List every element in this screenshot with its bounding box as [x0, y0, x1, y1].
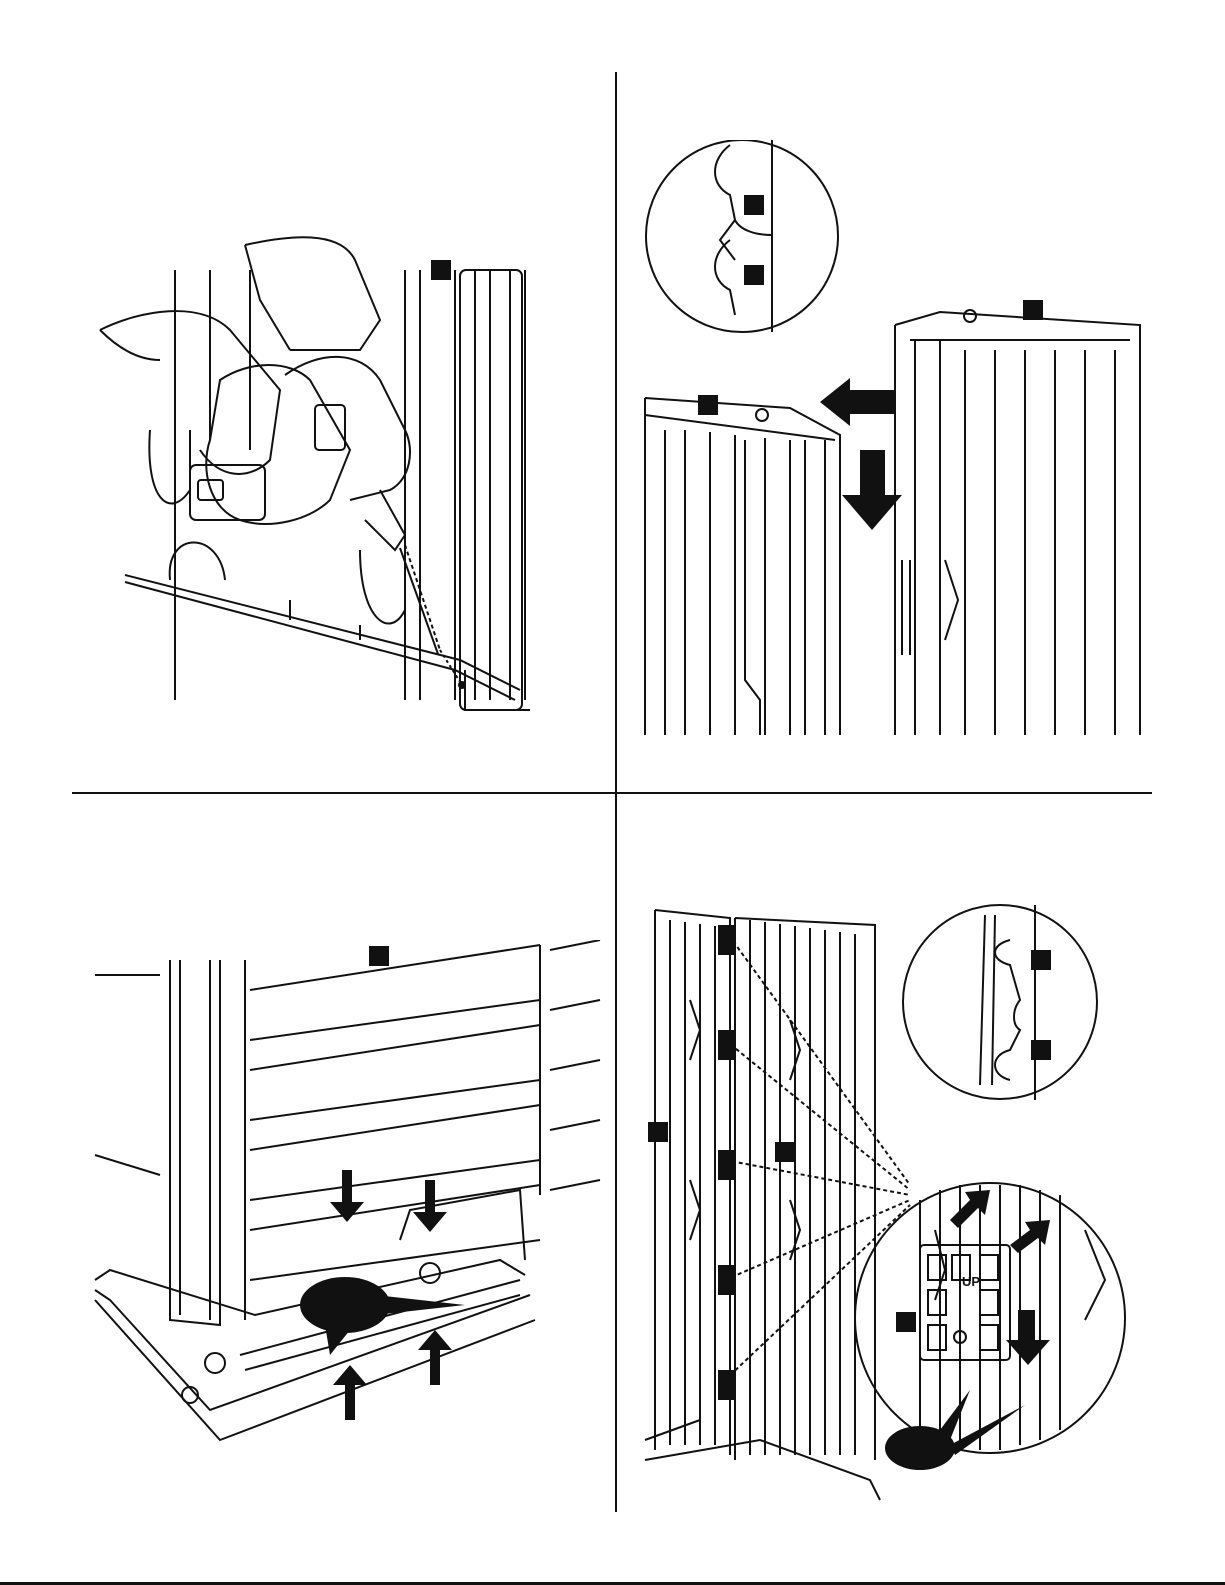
drill-illustration	[60, 230, 580, 740]
part-callout-marker	[431, 260, 451, 280]
part-callout-marker	[1023, 300, 1043, 320]
part-callout-marker	[744, 195, 764, 215]
panel-join-panel	[640, 140, 1150, 740]
part-callout-marker	[1031, 1040, 1051, 1060]
part-callout-marker	[775, 1142, 795, 1162]
part-callout-marker	[744, 265, 764, 285]
bracket-up-text: UP	[962, 1274, 980, 1289]
horizontal-divider	[72, 792, 1152, 794]
drill-panel	[60, 230, 580, 740]
part-callout-marker	[698, 395, 718, 415]
panel-base-panel	[80, 940, 610, 1460]
bracket-panel: UP	[640, 900, 1160, 1520]
panel-join-illustration	[640, 140, 1150, 740]
part-callout-marker	[1031, 950, 1051, 970]
panel-base-illustration	[80, 940, 610, 1460]
bracket-illustration: UP	[640, 900, 1160, 1520]
part-callout-marker	[896, 1312, 916, 1332]
part-callout-marker	[648, 1122, 668, 1142]
part-callout-marker	[369, 946, 389, 966]
